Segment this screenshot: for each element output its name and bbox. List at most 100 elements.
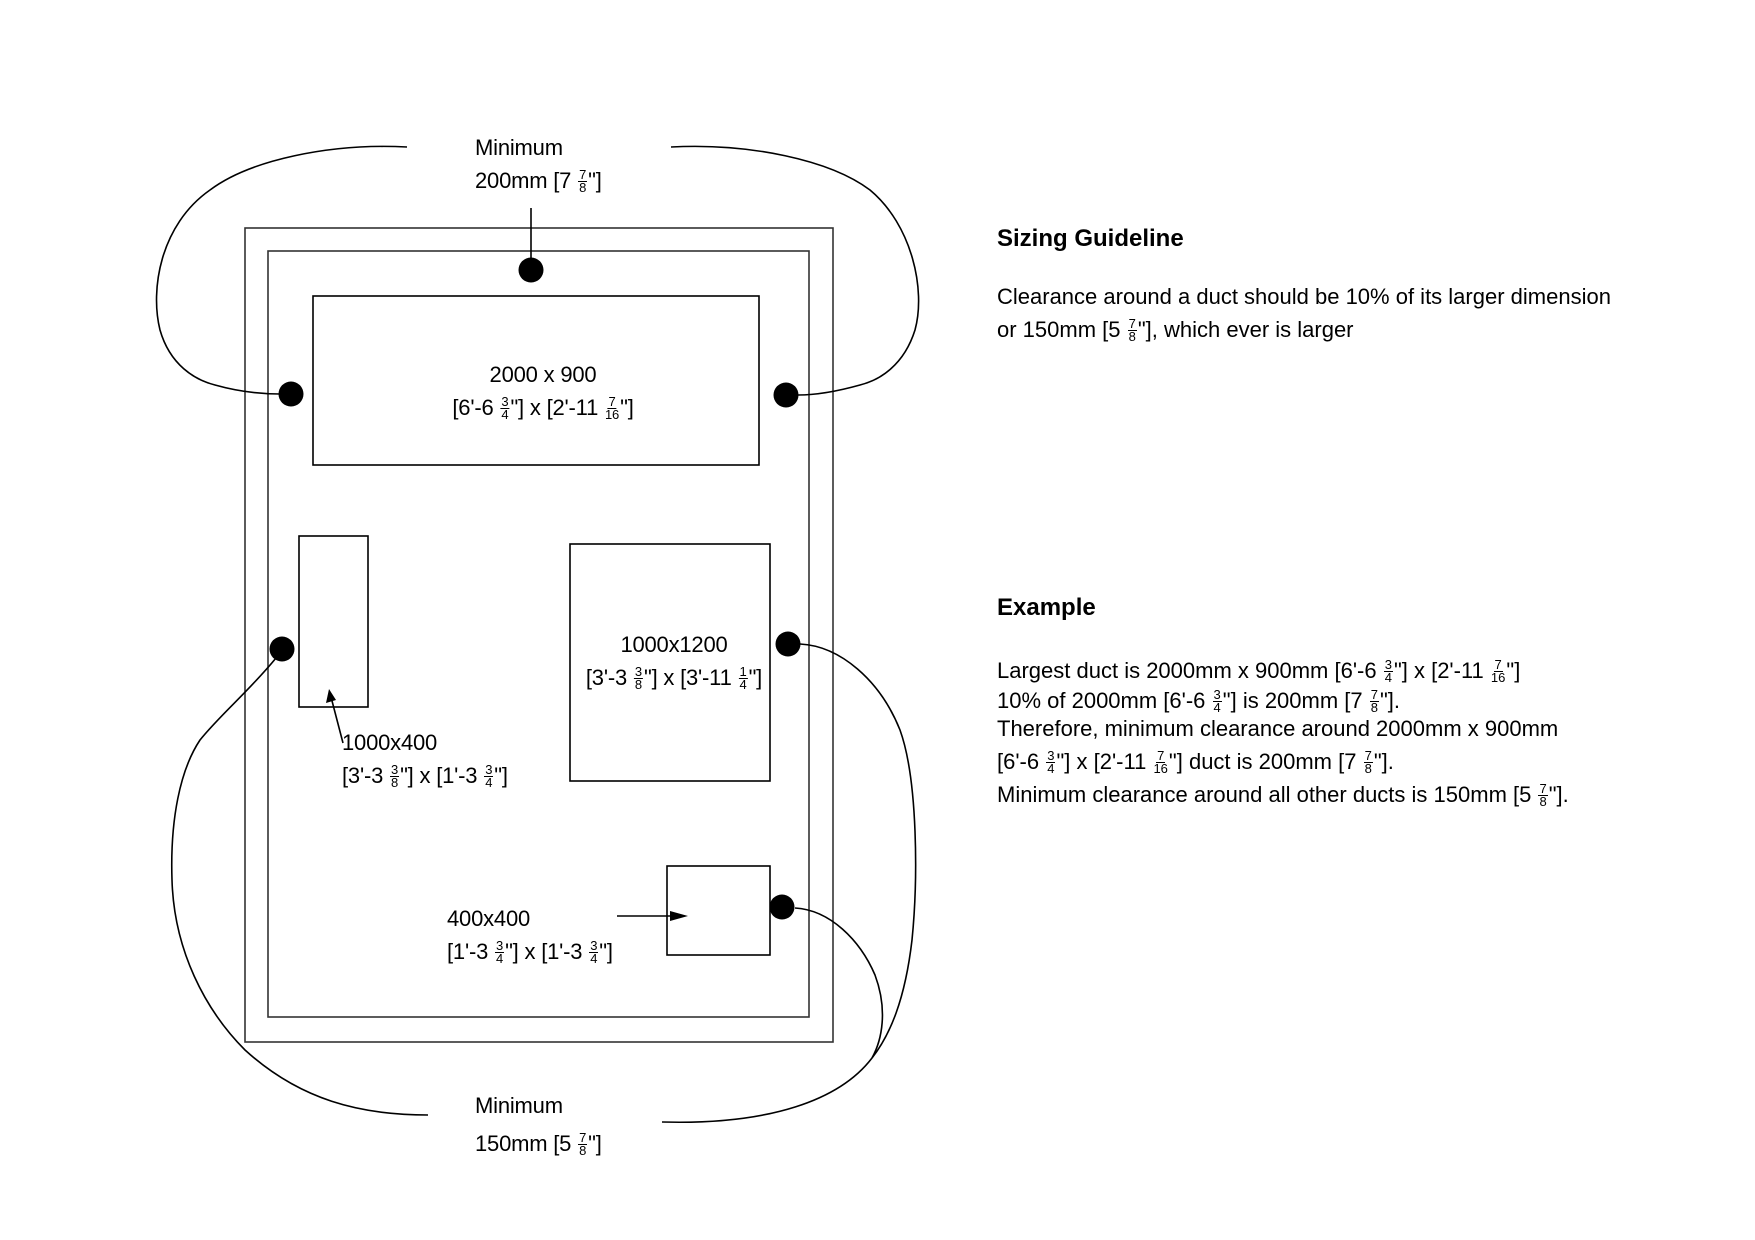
- duct-label-size: 1000x400: [342, 726, 508, 759]
- text-run: "]: [588, 1131, 602, 1156]
- fraction-denominator: 4: [485, 774, 493, 790]
- arrowhead-1000x400: [326, 689, 336, 703]
- text-run: [1'-3: [447, 939, 495, 964]
- fraction-denominator: 8: [391, 774, 399, 790]
- text-run: 1000x400: [342, 730, 438, 755]
- clearance-point-top: [518, 257, 544, 283]
- text-run: "], which ever is larger: [1137, 317, 1354, 342]
- fraction-denominator: 8: [1128, 328, 1136, 344]
- shaft-inner-wall: [267, 250, 810, 1018]
- top-clearance-label-line1: Minimum: [475, 131, 602, 164]
- fraction-numerator: 3: [1212, 686, 1222, 702]
- fraction-numerator: 7: [1127, 315, 1137, 331]
- text-run: "].: [1379, 688, 1401, 713]
- text-run: "]: [748, 665, 763, 690]
- text-run: Minimum: [475, 135, 563, 160]
- fraction-numerator: 3: [1046, 747, 1056, 763]
- shaft-outer-wall: [244, 227, 834, 1043]
- fraction-denominator: 4: [590, 950, 598, 966]
- fraction-numerator: 3: [1383, 656, 1393, 672]
- text-run: 200mm [7: [475, 168, 578, 193]
- duct-label-size: 1000x1200: [586, 628, 762, 661]
- clearance-arc-top-left: [155, 145, 408, 395]
- sizing-guideline-heading: Sizing Guideline: [997, 225, 1184, 252]
- clearance-curve-right-upper: [799, 643, 917, 1059]
- text-run: "]: [1506, 658, 1521, 683]
- fraction-numerator: 7: [578, 1129, 588, 1145]
- text-run: Minimum: [475, 1093, 563, 1118]
- clearance-curve-bottom-right: [661, 1057, 873, 1124]
- text-run: [3'-3: [585, 665, 633, 690]
- text-run: 1000x1200: [620, 632, 728, 657]
- sizing-guideline-text: Clearance around a duct should be 10% of…: [997, 280, 1611, 346]
- fraction-numerator: 7: [1156, 747, 1166, 763]
- text-run: or 150mm [5: [997, 317, 1127, 342]
- fraction-numerator: 3: [390, 761, 400, 777]
- text-run: Minimum clearance around all other ducts…: [997, 782, 1538, 807]
- duct-label-size: 400x400: [447, 902, 613, 935]
- duct-1000x400-outline: [298, 535, 369, 708]
- duct-1000x1200-outline: [569, 543, 771, 782]
- fraction-numerator: 7: [578, 166, 588, 182]
- fraction-denominator: 16: [1490, 669, 1506, 685]
- example-heading: Example: [997, 594, 1096, 621]
- fraction-denominator: 8: [1539, 793, 1547, 809]
- text-run: 150mm [5: [475, 1131, 578, 1156]
- fraction-numerator: 7: [1493, 656, 1503, 672]
- fraction-numerator: 1: [738, 663, 748, 679]
- text-run: Clearance around a duct should be 10% of…: [997, 284, 1611, 309]
- fraction-numerator: 7: [607, 393, 617, 409]
- duct-label-size: 2000 x 900: [452, 358, 633, 391]
- text-run: "].: [1373, 749, 1394, 774]
- text-run: "] x [3'-11: [643, 665, 738, 690]
- duct-400x400-outline: [666, 865, 771, 956]
- clearance-curve-left: [170, 657, 429, 1116]
- guideline-line: Clearance around a duct should be 10% of…: [997, 280, 1611, 313]
- text-run: Therefore, minimum clearance around 2000…: [997, 716, 1559, 741]
- text-run: Largest duct is 2000mm x 900mm [6'-6: [997, 658, 1383, 683]
- text-run: "]: [599, 939, 613, 964]
- arrowhead-400x400: [670, 911, 688, 921]
- clearance-point-right: [773, 382, 799, 408]
- fraction-numerator: 7: [1369, 686, 1379, 702]
- text-run: "] x [2'-11: [1393, 658, 1490, 683]
- leader-1000x400: [330, 696, 344, 744]
- example-line: Minimum clearance around all other ducts…: [997, 778, 1569, 811]
- clearance-point-400x400: [769, 894, 795, 920]
- text-run: "] x [2'-11: [510, 395, 605, 420]
- fraction-denominator: 8: [579, 179, 587, 195]
- text-run: "] is 200mm [7: [1222, 688, 1369, 713]
- duct-2000x900-outline: [312, 295, 760, 466]
- text-run: "]: [588, 168, 602, 193]
- text-run: 2000 x 900: [489, 362, 597, 387]
- text-run: "] x [1'-3: [400, 763, 484, 788]
- fraction-denominator: 8: [1370, 699, 1378, 715]
- clearance-point-left: [278, 381, 304, 407]
- clearance-arc-top-right: [670, 145, 920, 396]
